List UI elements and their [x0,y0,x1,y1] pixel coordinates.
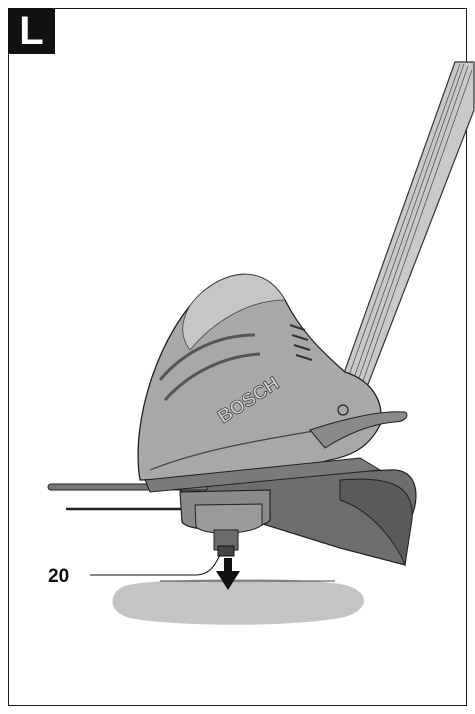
callout-leader [90,554,221,576]
trimmer-shaft [337,61,475,406]
spool-base [179,489,271,557]
motor-housing [137,273,408,493]
figure-frame [8,8,467,706]
figure-label: L [8,8,55,54]
vent-slots [289,324,313,361]
callout-number: 20 [48,566,70,587]
ground-shadow [112,578,364,625]
screw-icon [337,404,349,416]
down-arrow-icon [216,558,240,590]
